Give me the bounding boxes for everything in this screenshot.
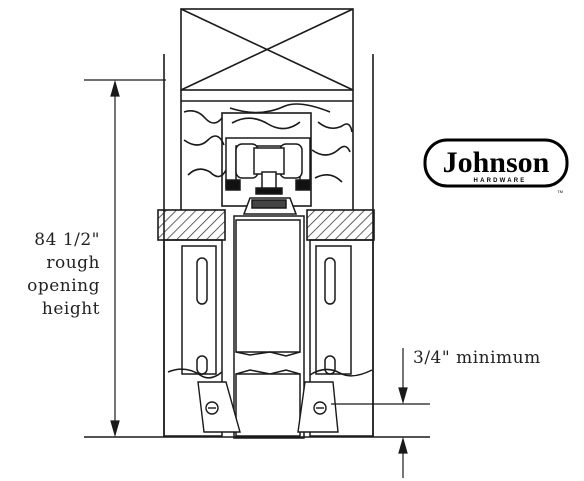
split-jamb-right [309,239,374,437]
door-panel [233,215,305,439]
height-label: 84 1/2" rough opening height [27,230,100,319]
logo-brand: Johnson [443,146,550,179]
split-jamb-left [163,239,223,437]
logo-sub: HARDWARE [474,178,527,184]
height-label-line2: rough [46,253,100,273]
floor-header-hatched [157,209,375,241]
top-plate-box [180,8,354,91]
height-label-line1: 84 1/2" [34,230,100,250]
johnson-hardware-logo: Johnson HARDWARE TM [423,138,569,194]
height-label-line3: opening [27,276,100,296]
floor-guides [197,381,339,433]
height-label-line4: height [42,299,100,319]
clearance-label: 3/4" minimum [413,348,541,368]
logo-tm: TM [557,189,563,194]
height-dimension [84,79,166,438]
track-and-hanger [225,137,311,215]
clearance-dimension [331,348,430,478]
